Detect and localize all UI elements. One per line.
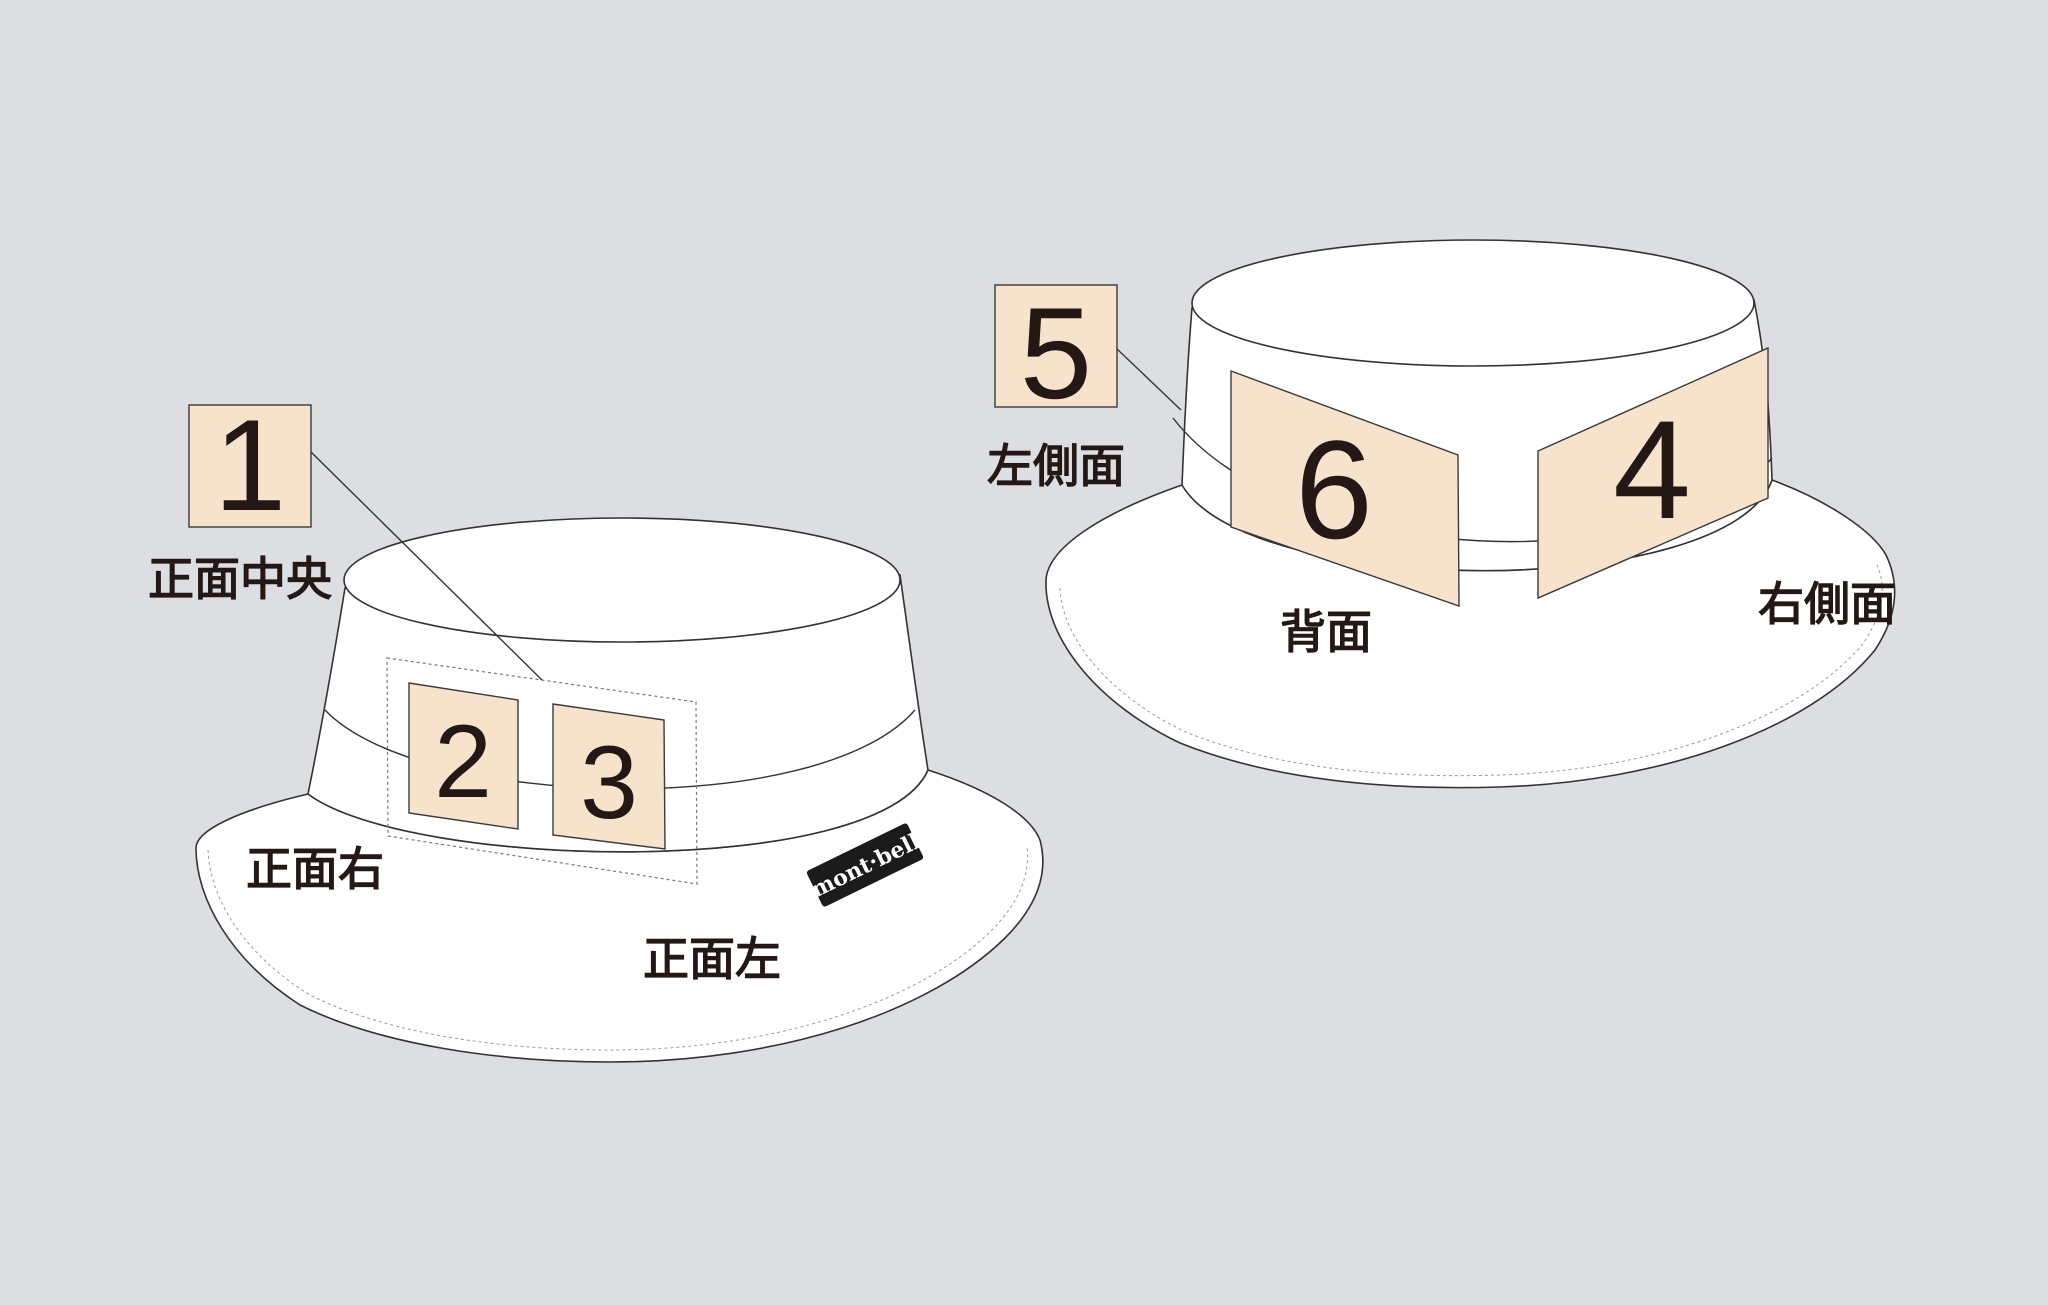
front-hat-crown-top xyxy=(343,517,901,643)
label-front-left: 正面左 xyxy=(643,932,781,986)
patch-1-number: 1 xyxy=(214,392,286,538)
patch-4[interactable]: 4 xyxy=(1537,346,1769,600)
patch-6-number: 6 xyxy=(1295,411,1373,568)
patch-6[interactable]: 6 xyxy=(1230,369,1460,607)
patch-2-number: 2 xyxy=(434,704,492,820)
back-hat-crown-top xyxy=(1191,239,1755,367)
label-front-right: 正面右 xyxy=(246,842,384,896)
back-hat: 6 4 xyxy=(1045,239,1896,789)
patch-5-number: 5 xyxy=(1020,280,1092,426)
label-back: 背面 xyxy=(1280,605,1372,659)
patch-1-leader-line xyxy=(310,451,543,681)
patch-3-number: 3 xyxy=(580,725,638,841)
back-hat-brim-stitch xyxy=(1059,564,1883,777)
label-right-side: 右側面 xyxy=(1758,577,1896,631)
label-front-center: 正面中央 xyxy=(148,552,333,606)
patch-2[interactable]: 2 xyxy=(408,682,519,830)
patch-5-leader-line xyxy=(1115,347,1182,411)
front-print-area-outline xyxy=(386,657,698,885)
front-hat: 2 3 mont·bell xyxy=(195,517,1044,1063)
patch-5[interactable]: 5 xyxy=(994,280,1118,426)
label-left-side: 左側面 xyxy=(987,439,1125,493)
patch-4-number: 4 xyxy=(1613,391,1691,548)
patch-1[interactable]: 1 xyxy=(188,392,312,538)
patch-3[interactable]: 3 xyxy=(552,703,666,850)
